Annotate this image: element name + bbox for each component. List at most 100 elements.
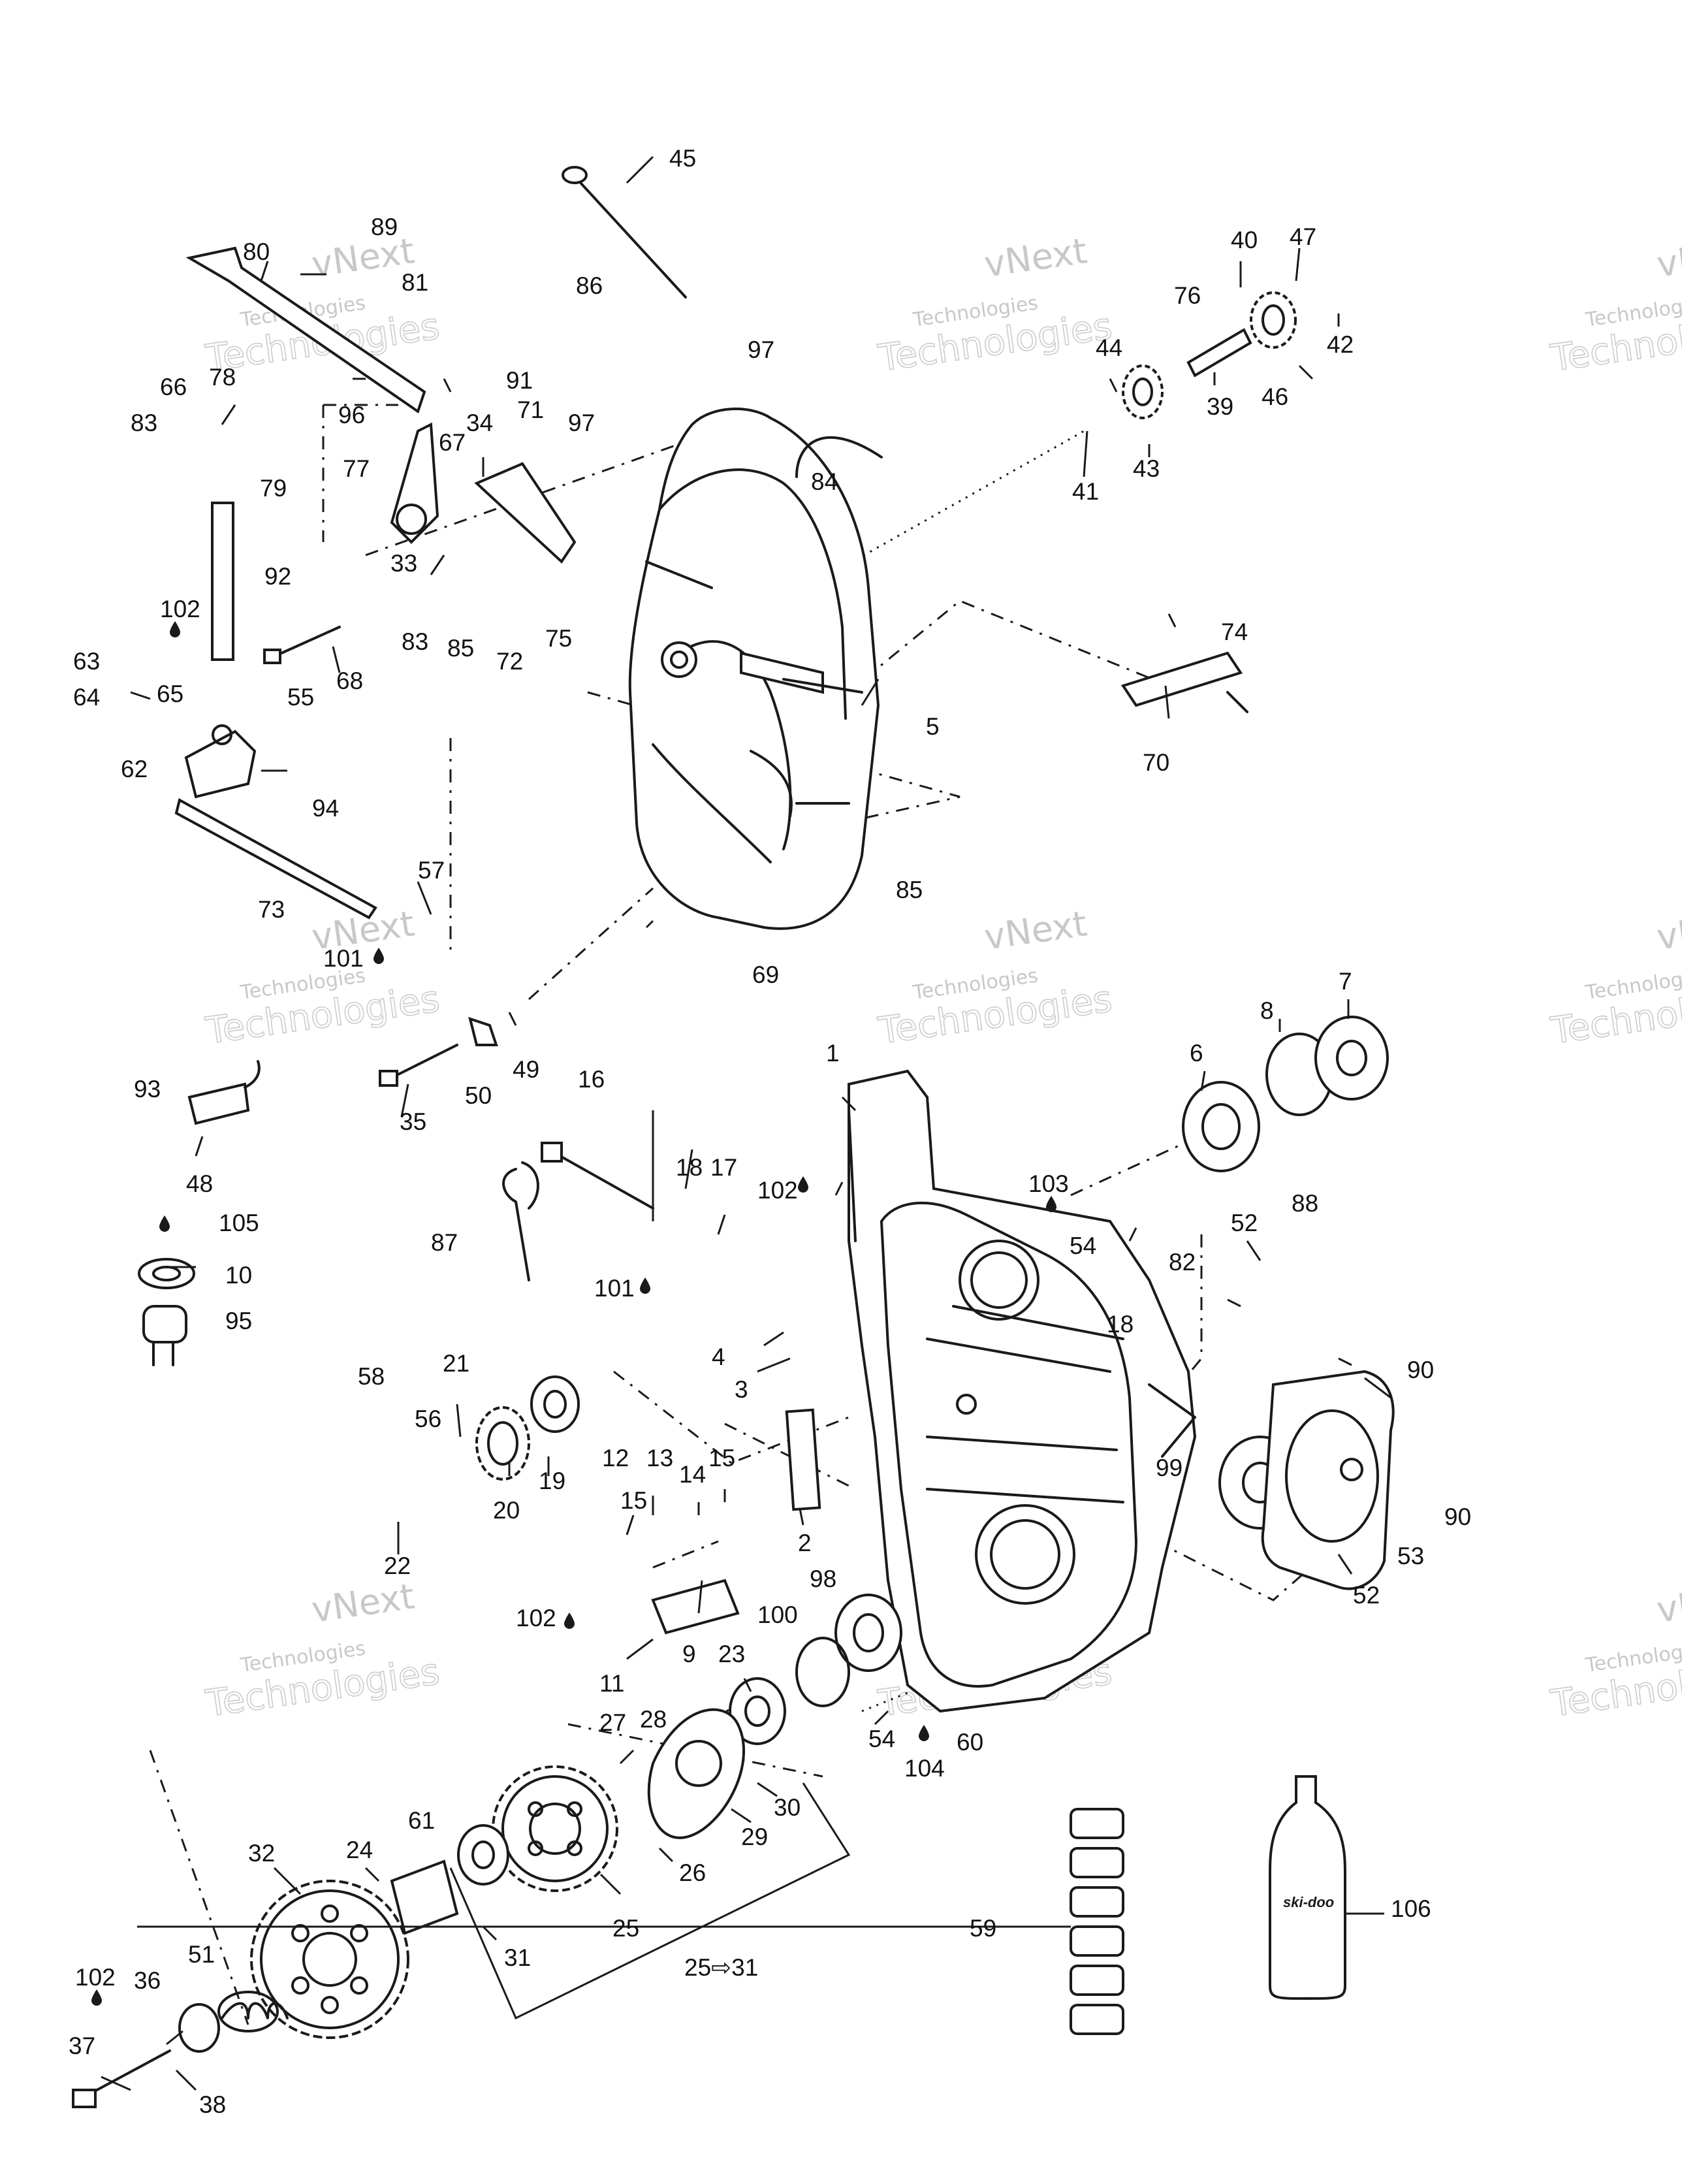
drop-icon bbox=[798, 1176, 808, 1193]
callout: 18 bbox=[1107, 1311, 1134, 1338]
chaincase-housing bbox=[848, 1069, 1197, 1713]
callout: 10 bbox=[225, 1262, 252, 1289]
svg-text:vNext: vNext bbox=[1655, 230, 1682, 285]
callout: 49 bbox=[513, 1056, 539, 1083]
seal-10 bbox=[138, 1258, 195, 1289]
rod-73 bbox=[174, 797, 377, 920]
callout: 102 bbox=[757, 1177, 798, 1204]
product-label: ski-doo bbox=[1283, 1894, 1334, 1910]
bolt-16 bbox=[541, 1142, 654, 1210]
callout: 100 bbox=[757, 1601, 798, 1628]
oring-100 bbox=[795, 1637, 850, 1707]
gear-20 bbox=[475, 1406, 530, 1481]
callout: 104 bbox=[904, 1755, 945, 1782]
callout: 29 bbox=[741, 1823, 768, 1850]
callout: 105 bbox=[219, 1210, 259, 1236]
callout: 93 bbox=[134, 1076, 161, 1102]
watermark-low-right: vNext Technologies Technologies bbox=[1547, 1575, 1682, 1726]
callout: 23 bbox=[718, 1641, 745, 1667]
callout: 8 bbox=[1260, 997, 1274, 1024]
lower-sprocket bbox=[250, 1880, 409, 2039]
drop-icon bbox=[373, 948, 384, 964]
clip-87 bbox=[502, 1161, 539, 1281]
bracket-62 bbox=[184, 724, 257, 799]
cover-53 bbox=[1261, 1370, 1395, 1590]
callout: 15 bbox=[708, 1445, 735, 1471]
watermark-mid-left: vNext Technologies Technologies bbox=[202, 903, 443, 1053]
svg-text:vNext: vNext bbox=[982, 903, 1090, 957]
callout: 34 bbox=[466, 410, 493, 436]
drop-icon bbox=[159, 1215, 170, 1232]
callout: 70 bbox=[1143, 749, 1169, 776]
callout: 106 bbox=[1391, 1895, 1431, 1922]
lever-77 bbox=[390, 422, 439, 544]
callout: 101 bbox=[323, 945, 364, 972]
callout: 58 bbox=[358, 1363, 385, 1390]
callout: 65 bbox=[157, 681, 183, 707]
bearing-6 bbox=[1182, 1081, 1260, 1172]
callout: 101 bbox=[594, 1275, 635, 1302]
rod-92 bbox=[211, 502, 234, 661]
callout: 68 bbox=[336, 667, 363, 694]
plate-75 bbox=[474, 462, 577, 564]
callout: 69 bbox=[752, 961, 779, 988]
callout: 91 bbox=[506, 367, 533, 394]
callout: 1 bbox=[826, 1040, 840, 1067]
callout: 92 bbox=[264, 563, 291, 590]
callout: 84 bbox=[811, 468, 838, 495]
sensor-95 bbox=[142, 1305, 187, 1366]
callout: 4 bbox=[712, 1343, 725, 1370]
callout: 55 bbox=[287, 684, 314, 711]
watermark-top-center: vNext Technologies Technologies bbox=[875, 230, 1115, 380]
callout: 13 bbox=[646, 1445, 673, 1471]
bolt-35 bbox=[379, 1044, 458, 1087]
callout: 43 bbox=[1133, 455, 1160, 482]
callout: 53 bbox=[1397, 1543, 1424, 1569]
plate-50 bbox=[468, 1016, 498, 1046]
callout: 81 bbox=[402, 269, 428, 296]
cup-36 bbox=[178, 2003, 220, 2053]
bolt-55 bbox=[263, 626, 341, 664]
callout: 16 bbox=[578, 1066, 605, 1093]
chain-59 bbox=[1070, 1808, 1124, 2035]
callout: 76 bbox=[1174, 282, 1201, 309]
bottle-106: ski-doo bbox=[1269, 1775, 1346, 2000]
callout: 39 bbox=[1207, 393, 1233, 420]
callout: 56 bbox=[415, 1405, 441, 1432]
callout: 25 bbox=[612, 1915, 639, 1942]
callout: 88 bbox=[1292, 1190, 1318, 1217]
callout: 83 bbox=[402, 628, 428, 655]
callout: 72 bbox=[496, 648, 523, 675]
callout: 54 bbox=[868, 1726, 895, 1752]
drop-icon bbox=[91, 1989, 102, 2006]
svg-text:vNext: vNext bbox=[982, 230, 1090, 285]
callout: 11 bbox=[599, 1670, 624, 1697]
drop-icon bbox=[919, 1725, 929, 1741]
sensor-93 bbox=[187, 1060, 261, 1125]
callout: 28 bbox=[640, 1706, 667, 1733]
callout: 52 bbox=[1353, 1582, 1380, 1609]
chaincase-cover bbox=[628, 408, 880, 930]
callout: 12 bbox=[602, 1445, 629, 1471]
callout: 78 bbox=[209, 364, 236, 391]
watermark-low-left: vNext Technologies Technologies bbox=[202, 1575, 443, 1726]
callout: 102 bbox=[516, 1605, 556, 1631]
callout: 44 bbox=[1096, 334, 1122, 361]
callout: 26 bbox=[679, 1859, 706, 1886]
callout: 66 bbox=[160, 374, 187, 400]
callout: 97 bbox=[568, 410, 595, 436]
callout: 61 bbox=[408, 1807, 435, 1834]
callout: 33 bbox=[390, 550, 417, 577]
washer-7 bbox=[1314, 1016, 1389, 1100]
callout: 79 bbox=[260, 475, 287, 502]
hose-84 bbox=[795, 436, 883, 478]
callout: 98 bbox=[810, 1566, 836, 1592]
callout: 31 bbox=[504, 1944, 531, 1971]
callout: 32 bbox=[248, 1840, 275, 1867]
leader-lines bbox=[101, 155, 1391, 2091]
callout: 22 bbox=[384, 1552, 411, 1579]
upper-sprocket bbox=[492, 1765, 618, 1892]
callout: 25⇨31 bbox=[684, 1954, 758, 1981]
lever-70 bbox=[1120, 651, 1248, 713]
